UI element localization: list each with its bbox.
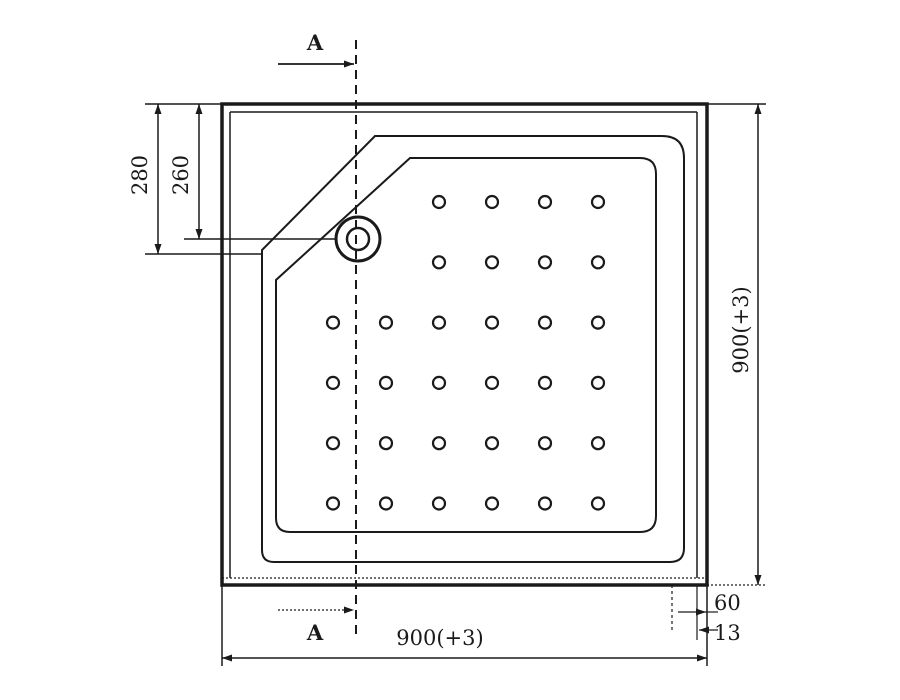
dimple (431, 436, 447, 451)
dimple (590, 496, 606, 511)
dimple (484, 436, 500, 451)
basin-inner-rim (275, 157, 657, 533)
tray-outline (220, 102, 709, 587)
dimple (590, 375, 606, 390)
dimple (484, 194, 500, 210)
dimension-label-13: 13 (714, 621, 741, 645)
dimension-depth (707, 103, 766, 586)
dimple (484, 496, 500, 511)
dimple (537, 496, 553, 511)
dimple (378, 375, 394, 390)
dimple (537, 436, 553, 451)
dimple (537, 375, 553, 390)
anti-slip-dimples (325, 194, 606, 511)
drain-outlet (334, 215, 382, 263)
dimple (431, 194, 447, 210)
dimple (325, 315, 341, 330)
section-label-top: A (306, 30, 324, 55)
dimple (431, 496, 447, 511)
dimple (431, 255, 447, 270)
dimension-drain-offset (145, 103, 336, 255)
drain-inner-ring (345, 226, 371, 252)
basin-outer-rim (261, 135, 685, 563)
dimple (537, 255, 553, 270)
dimple (537, 315, 553, 330)
dimple (590, 436, 606, 451)
dimple (325, 496, 341, 511)
dimple (537, 194, 553, 210)
dimension-label-260: 260 (169, 155, 193, 195)
drain-outer-ring (334, 215, 382, 263)
dimple (590, 255, 606, 270)
dimple (378, 315, 394, 330)
dimple (590, 315, 606, 330)
dimple (325, 375, 341, 390)
section-label-bottom: A (306, 620, 324, 645)
dimension-rim-detail (671, 585, 718, 640)
dimension-width (221, 585, 708, 666)
dimple (378, 436, 394, 451)
dimple (431, 375, 447, 390)
dimension-label-depth: 900(+3) (729, 286, 753, 373)
dimple (484, 315, 500, 330)
dimple (325, 436, 341, 451)
dimple (484, 255, 500, 270)
dimension-label-60: 60 (714, 591, 741, 615)
dimple (378, 496, 394, 511)
tray-outer-edge (220, 102, 709, 587)
dimple (590, 194, 606, 210)
section-marker-top: A (278, 30, 354, 68)
dimension-label-280: 280 (128, 155, 152, 195)
dimple (431, 315, 447, 330)
dimple (484, 375, 500, 390)
dimension-label-width: 900(+3) (396, 626, 483, 650)
section-marker-bottom: A (278, 606, 354, 645)
